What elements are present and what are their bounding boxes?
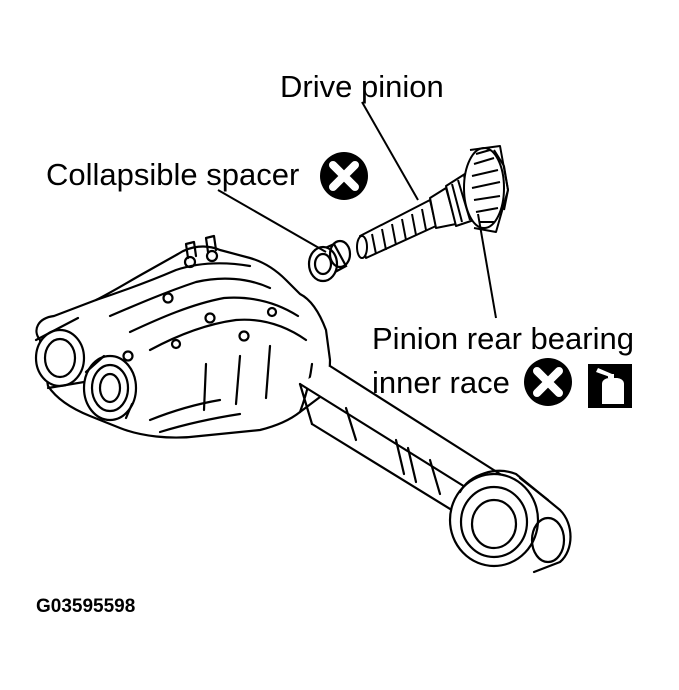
axle-tube-end <box>448 469 572 574</box>
do-not-reuse-icon <box>524 358 572 406</box>
label-inner-race: inner race <box>372 365 510 400</box>
do-not-reuse-icon <box>320 152 368 200</box>
oil-can-icon <box>588 364 632 408</box>
drive-pinion <box>356 145 509 259</box>
leader-drive-pinion <box>361 101 419 201</box>
leader-lines <box>217 101 497 319</box>
final-drive-housing <box>34 234 332 439</box>
leader-collapsible-spacer <box>217 189 327 253</box>
label-drive-pinion: Drive pinion <box>280 69 444 104</box>
figure-code: G03595598 <box>36 596 136 617</box>
collapsible-spacer <box>307 239 352 283</box>
label-collapsible-spacer: Collapsible spacer <box>46 157 300 192</box>
label-pinion-rear-bearing: Pinion rear bearing <box>372 321 634 356</box>
leader-pinion-rear-bearing <box>477 213 497 319</box>
